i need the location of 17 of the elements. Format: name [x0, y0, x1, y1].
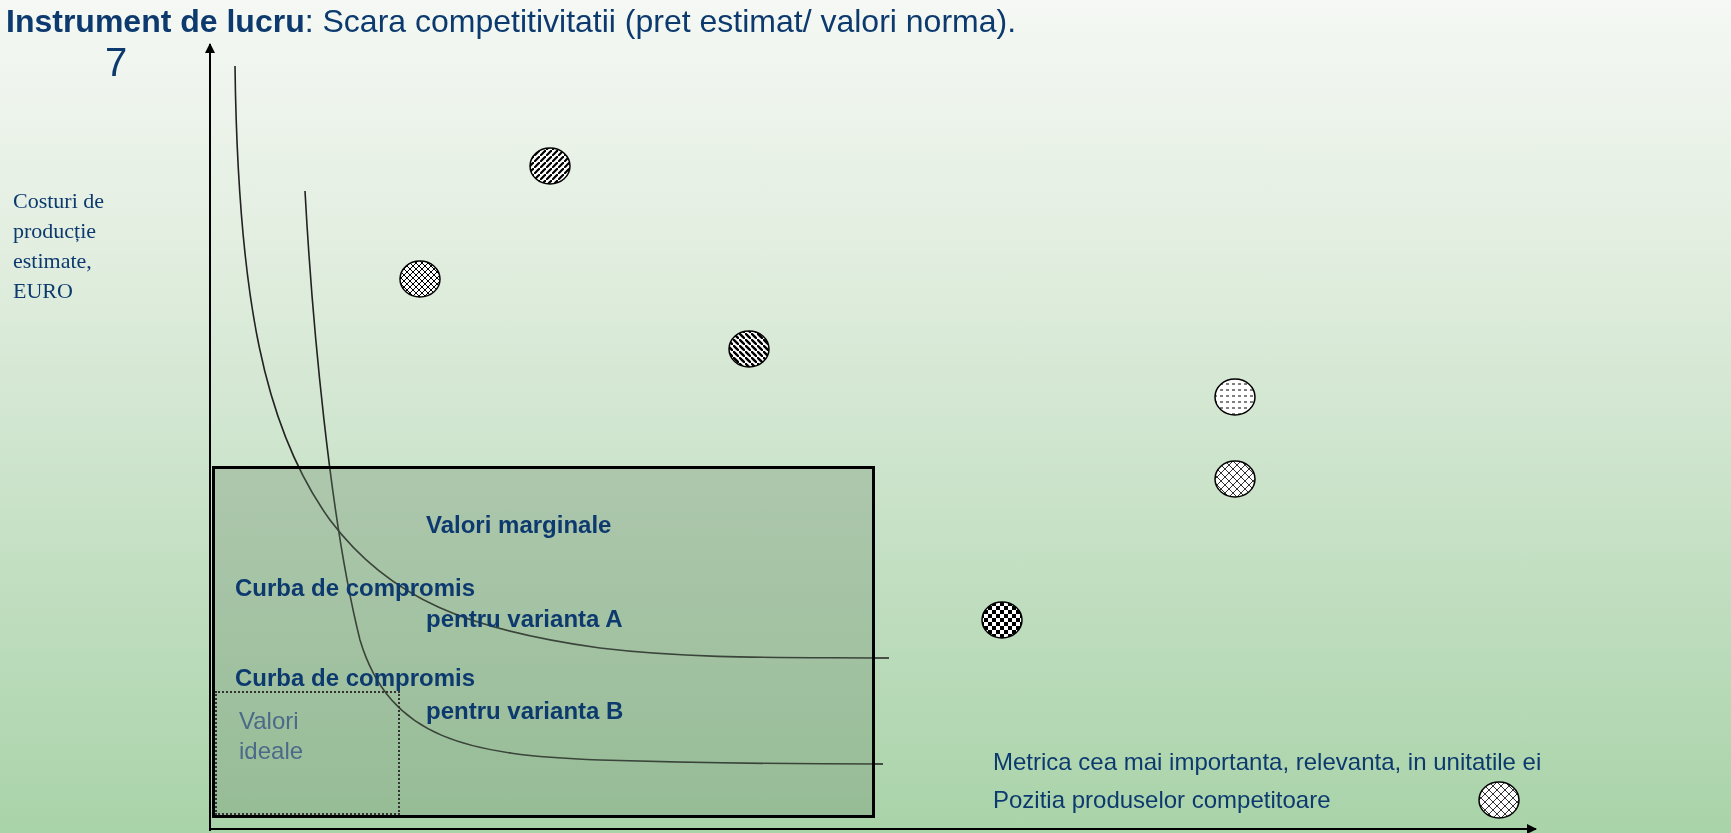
y-axis-label: Costuri de producție estimate, EURO: [13, 187, 106, 305]
hatched-circle-marker: [1213, 375, 1257, 419]
region-label: Valori marginale: [426, 511, 612, 539]
hatched-circle-marker: [1477, 778, 1521, 822]
x-axis-label: Metrica cea mai importanta, relevanta, in unitatile ei: [993, 748, 1542, 776]
region-label: Valori ideale: [239, 706, 305, 766]
marker-caption: Pozitia produselor competitoare: [993, 786, 1331, 814]
region-box: [212, 466, 875, 818]
hatched-circle-marker: [1213, 457, 1257, 501]
hatched-circle-marker: [727, 327, 771, 371]
hatched-circle-marker: [528, 144, 572, 188]
hatched-circle-marker: [398, 257, 442, 301]
dotted-region-box: [215, 691, 400, 815]
axis-number: 7: [105, 40, 128, 85]
curve-label: pentru varianta B: [426, 697, 624, 725]
hatched-circle-marker: [980, 598, 1024, 642]
title: Instrument de lucru: Scara competitivitatii (pret estimat/ valori norma).: [6, 2, 1017, 40]
